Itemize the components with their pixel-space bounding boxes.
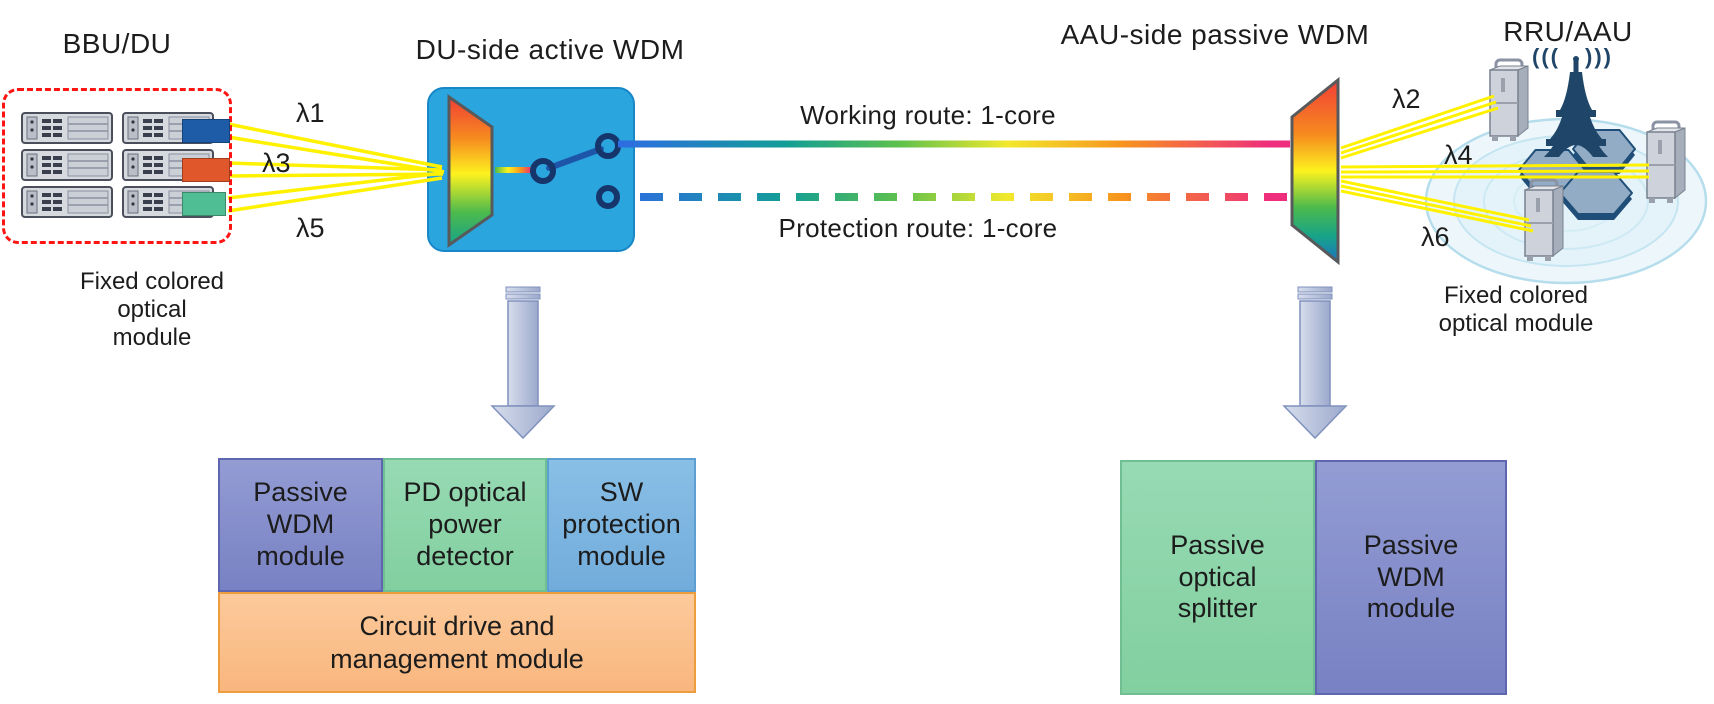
colored-module-orange (182, 158, 230, 182)
aau-prism-icon (1290, 76, 1340, 266)
bbu-caption: Fixed colored optical module (52, 268, 252, 352)
cell-label: Passive optical splitter (1170, 529, 1265, 624)
bbu-title: BBU/DU (62, 28, 172, 59)
radio-waves-right-icon: ))) (1585, 44, 1613, 69)
lambda-5-label: λ5 (296, 213, 325, 243)
cell-label: Passive WDM module (253, 477, 348, 571)
colored-module-green (182, 192, 226, 216)
passive-optical-splitter-cell: Passive optical splitter (1120, 460, 1315, 695)
cell-label-line: Circuit drive and (359, 610, 555, 641)
rru-cabinet-icon (1488, 58, 1530, 143)
passive-wdm-module-cell: Passive WDM module (218, 458, 383, 592)
cell-label: PD optical power detector (403, 477, 527, 571)
lambda-2-label: λ2 (1392, 84, 1421, 114)
rru-caption: Fixed colored optical module (1396, 282, 1636, 338)
du-prism-icon (447, 94, 494, 248)
down-arrow-icon (491, 286, 555, 439)
lambda-4-label: λ4 (1444, 140, 1473, 170)
caption-line: optical (117, 296, 187, 323)
caption-line: Fixed colored (79, 268, 225, 295)
caption-line: module (112, 324, 192, 351)
caption-line: Fixed colored (1443, 282, 1589, 309)
rru-fiber-bundles (1340, 94, 1650, 233)
down-arrow-icon (1283, 286, 1347, 439)
lambda-6-label: λ6 (1421, 222, 1450, 252)
sw-protection-module-cell: SW protection module (547, 458, 696, 592)
aau-internal-modules: Passive optical splitter Passive WDM mod… (1120, 460, 1507, 695)
cell-label-line: management module (330, 643, 584, 674)
radio-waves-left-icon: ((( (1532, 44, 1560, 69)
du-wdm-title: DU-side active WDM (415, 34, 685, 65)
tower-icon (1544, 56, 1608, 157)
lambda-3-label: λ3 (262, 148, 291, 178)
rru-title: RRU/AAU (1503, 16, 1633, 47)
caption-line: optical module (1438, 310, 1594, 337)
cell-label: Passive WDM module (1363, 529, 1459, 624)
protection-route-label: Protection route: 1-core (778, 213, 1058, 243)
pd-optical-power-detector-cell: PD optical power detector (383, 458, 547, 592)
working-route-label: Working route: 1-core (800, 100, 1056, 130)
bbu-fiber-bundles (227, 122, 445, 213)
du-internal-modules: Passive WDM module PD optical power dete… (218, 458, 696, 693)
rru-cabinet-icon (1523, 178, 1565, 263)
rru-cabinet-icon (1645, 120, 1687, 205)
lambda-1-label: λ1 (296, 98, 325, 128)
cell-label: SW protection module (562, 477, 681, 571)
circuit-drive-management-cell: Circuit drive and management module (218, 592, 696, 693)
passive-wdm-module-cell: Passive WDM module (1315, 460, 1507, 695)
aau-wdm-title: AAU-side passive WDM (1060, 19, 1370, 50)
bbu-dashed-enclosure (2, 88, 232, 244)
colored-module-blue (182, 119, 230, 143)
optical-switch-icon (495, 133, 621, 209)
